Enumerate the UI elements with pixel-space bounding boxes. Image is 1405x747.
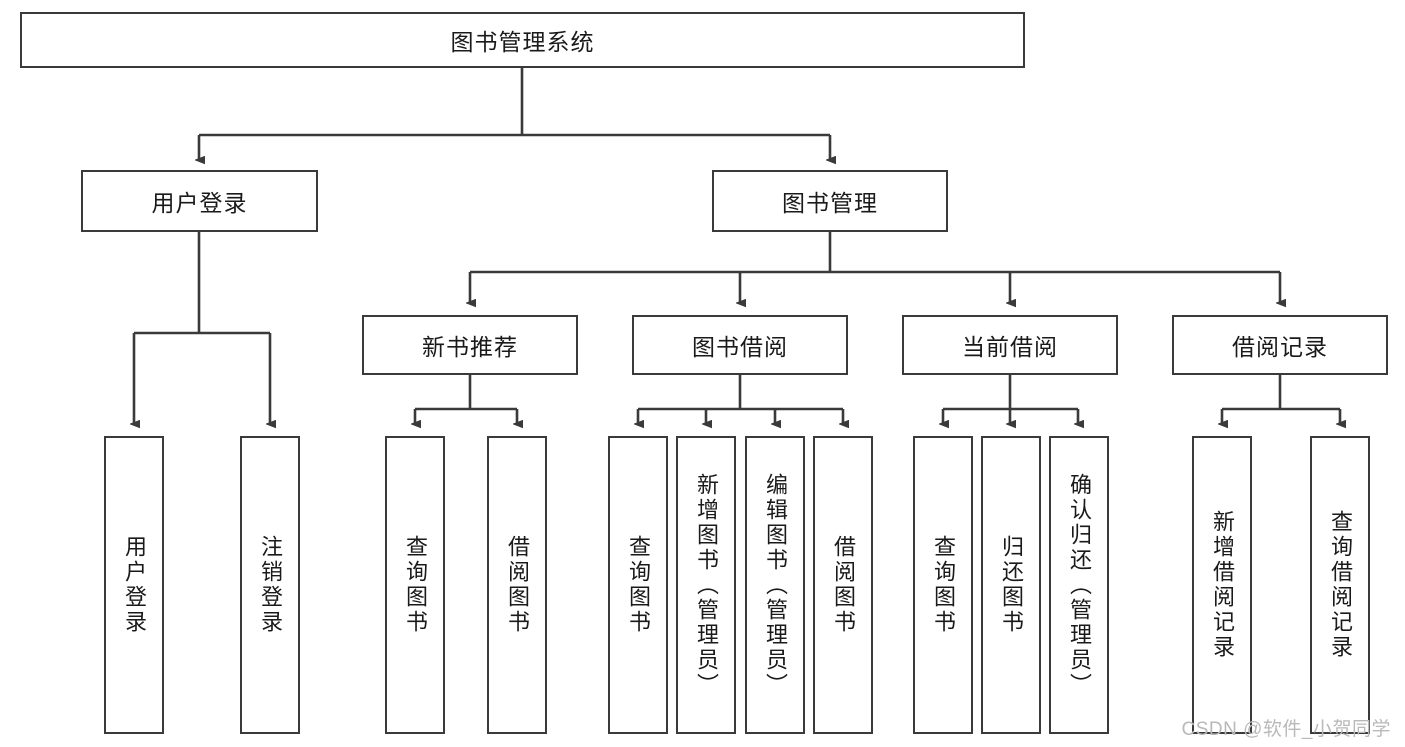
leaf-borrow-book-2[interactable]: 借阅图书	[813, 436, 873, 734]
node-book-manage-label: 图书管理	[782, 190, 878, 216]
leaf-confirm-return-label: 确认归还（管理员）	[1067, 472, 1092, 698]
node-user-login[interactable]: 用户登录	[81, 170, 318, 232]
leaf-add-book-label: 新增图书（管理员）	[694, 472, 719, 698]
leaf-query-book-2[interactable]: 查询图书	[608, 436, 668, 734]
leaf-logout-login[interactable]: 注销登录	[240, 436, 300, 734]
node-current-borrow-label: 当前借阅	[962, 334, 1058, 360]
node-borrow-record[interactable]: 借阅记录	[1172, 315, 1388, 375]
leaf-borrow-book-2-label: 借阅图书	[831, 535, 856, 635]
leaf-query-book-3-label: 查询图书	[931, 535, 956, 635]
node-book-borrow[interactable]: 图书借阅	[632, 315, 848, 375]
node-book-manage[interactable]: 图书管理	[712, 170, 948, 232]
leaf-user-login-label: 用户登录	[122, 535, 147, 635]
node-book-borrow-label: 图书借阅	[692, 334, 788, 360]
leaf-edit-book[interactable]: 编辑图书（管理员）	[745, 436, 805, 734]
leaf-return-book[interactable]: 归还图书	[981, 436, 1041, 734]
node-current-borrow[interactable]: 当前借阅	[902, 315, 1118, 375]
leaf-user-login[interactable]: 用户登录	[104, 436, 164, 734]
leaf-query-record[interactable]: 查询借阅记录	[1310, 436, 1370, 734]
watermark: CSDN @软件_小贺同学	[1181, 719, 1391, 740]
leaf-add-record[interactable]: 新增借阅记录	[1192, 436, 1252, 734]
leaf-borrow-book-1-label: 借阅图书	[505, 535, 530, 635]
node-borrow-record-label: 借阅记录	[1232, 334, 1328, 360]
node-root-label: 图书管理系统	[450, 29, 595, 55]
leaf-query-book-3[interactable]: 查询图书	[913, 436, 973, 734]
leaf-logout-login-label: 注销登录	[258, 535, 283, 635]
node-new-book-rec-label: 新书推荐	[422, 334, 518, 360]
leaf-return-book-label: 归还图书	[999, 535, 1024, 635]
node-root[interactable]: 图书管理系统	[20, 12, 1025, 68]
leaf-edit-book-label: 编辑图书（管理员）	[763, 472, 788, 698]
leaf-query-book-1[interactable]: 查询图书	[385, 436, 445, 734]
leaf-confirm-return[interactable]: 确认归还（管理员）	[1049, 436, 1109, 734]
leaf-add-book[interactable]: 新增图书（管理员）	[676, 436, 736, 734]
leaf-add-record-label: 新增借阅记录	[1210, 510, 1235, 660]
leaf-query-book-1-label: 查询图书	[403, 535, 428, 635]
leaf-query-book-2-label: 查询图书	[626, 535, 651, 635]
leaf-query-record-label: 查询借阅记录	[1328, 510, 1353, 660]
node-new-book-rec[interactable]: 新书推荐	[362, 315, 578, 375]
node-user-login-label: 用户登录	[151, 190, 248, 216]
leaf-borrow-book-1[interactable]: 借阅图书	[487, 436, 547, 734]
